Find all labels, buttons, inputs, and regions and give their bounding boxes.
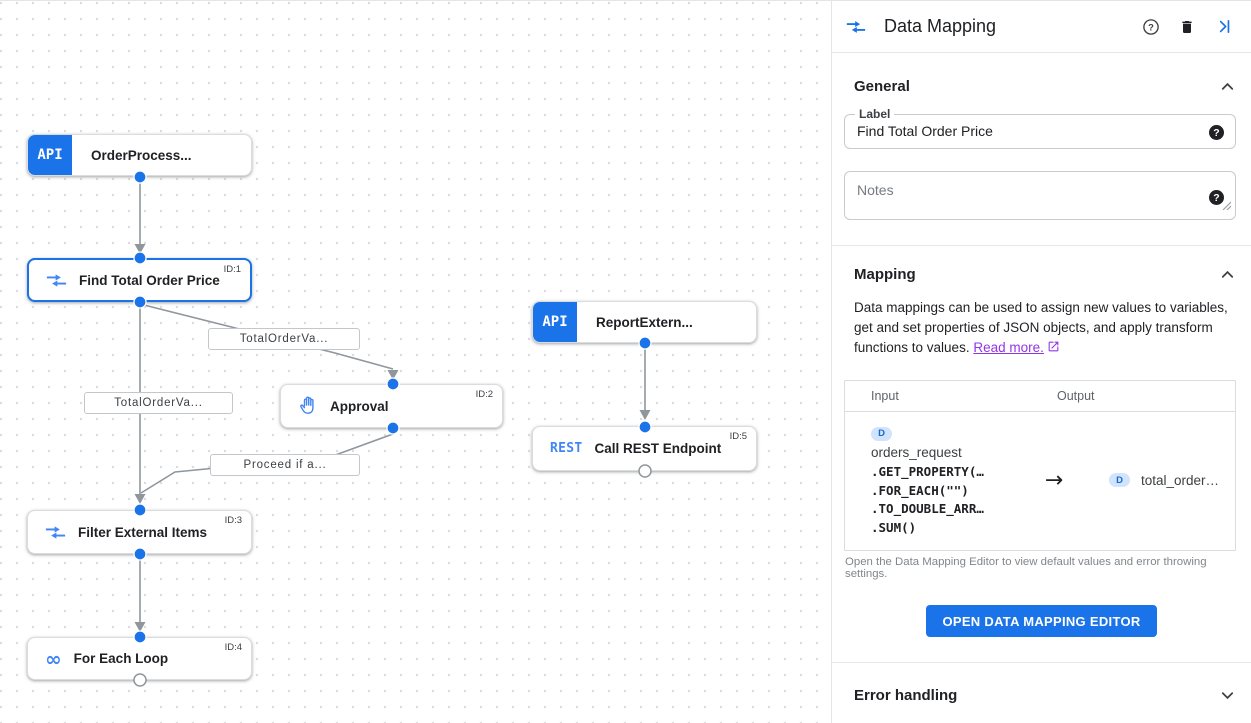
mapping-section: Mapping Data mappings can be used to ass… — [832, 252, 1251, 662]
label-help-icon[interactable]: ? — [1209, 125, 1224, 140]
svg-text:?: ? — [1148, 22, 1154, 32]
notes-field: ? — [844, 171, 1236, 220]
data-mapping-icon — [846, 20, 866, 34]
edge-connectors — [134, 183, 651, 632]
input-variable-name: orders_request — [871, 445, 962, 460]
collapse-panel-button[interactable] — [1209, 13, 1237, 41]
resize-handle-icon[interactable] — [1222, 197, 1232, 215]
section-divider — [832, 662, 1251, 663]
error-handling-heading: Error handling — [854, 686, 958, 704]
input-column-header: Input — [871, 389, 899, 403]
datatype-badge: D — [871, 426, 892, 441]
node-order-process[interactable]: API OrderProcess... — [27, 134, 252, 176]
task-id: ID:3 — [224, 515, 242, 526]
node-label: Approval — [330, 398, 389, 414]
read-more-link[interactable]: Read more. — [973, 340, 1044, 355]
transform-function: .FOR_EACH("") — [871, 482, 969, 498]
node-label: Call REST Endpoint — [594, 441, 722, 456]
edge-label-proceed-if[interactable]: Proceed if a... — [210, 454, 360, 476]
section-divider — [832, 245, 1251, 246]
mapping-output-cell: D total_order… — [1085, 473, 1235, 488]
data-mapping-icon — [46, 273, 67, 288]
mapping-table-header: Input Output — [845, 381, 1235, 412]
node-label: OrderProcess... — [91, 147, 192, 163]
chevron-up-icon — [1218, 77, 1237, 96]
config-panel: Data Mapping ? General — [831, 1, 1251, 723]
help-button[interactable]: ? — [1137, 13, 1165, 41]
data-mapping-icon — [45, 525, 66, 540]
output-variable-name: total_order… — [1141, 472, 1220, 488]
rest-badge: REST — [550, 441, 583, 456]
task-id: ID:1 — [223, 264, 241, 275]
error-handling-section: Error handling — [832, 663, 1251, 723]
help-icon: ? — [1142, 18, 1160, 36]
mapping-arrow-icon: → — [1044, 467, 1064, 493]
transform-function: .TO_DOUBLE_ARR… — [871, 501, 984, 516]
datatype-badge: D — [1109, 473, 1130, 487]
label-field-label: Label — [855, 107, 895, 121]
workflow-canvas[interactable]: API OrderProcess... Find Total Order Pri… — [0, 1, 831, 723]
trash-icon — [1179, 18, 1195, 36]
task-id: ID:4 — [224, 642, 242, 653]
node-find-total-order-price[interactable]: Find Total Order Price ID:1 — [27, 258, 252, 302]
general-heading: General — [854, 77, 910, 95]
task-id: ID:5 — [729, 431, 747, 442]
node-label: Find Total Order Price — [79, 272, 220, 288]
mapping-description: Data mappings can be used to assign new … — [854, 298, 1229, 359]
infinity-icon: ∞ — [45, 646, 62, 671]
mapping-section-header[interactable]: Mapping — [832, 252, 1251, 296]
node-report-extern[interactable]: API ReportExtern... — [532, 301, 757, 343]
chevron-down-icon — [1218, 686, 1237, 705]
api-badge: API — [533, 302, 577, 342]
mapping-input-cell: D orders_request .GET_PROPERTY(… .FOR_EA… — [845, 423, 1023, 537]
notes-help-icon[interactable]: ? — [1209, 190, 1224, 205]
general-section: General Label ? ? — [832, 63, 1251, 220]
notes-input[interactable] — [845, 172, 1185, 219]
open-data-mapping-editor-button[interactable]: OPEN DATA MAPPING EDITOR — [926, 605, 1157, 637]
node-filter-external-items[interactable]: Filter External Items ID:3 — [27, 510, 252, 554]
transform-function: .SUM() — [871, 519, 917, 535]
output-column-header: Output — [1057, 389, 1095, 403]
node-label: For Each Loop — [73, 651, 169, 666]
panel-title: Data Mapping — [884, 16, 997, 36]
chevron-up-icon — [1218, 265, 1237, 284]
task-id: ID:2 — [475, 389, 493, 400]
transform-function: .GET_PROPERTY(… — [871, 464, 984, 479]
delete-button[interactable] — [1173, 13, 1201, 41]
hand-icon — [298, 395, 318, 417]
mapping-heading: Mapping — [854, 265, 916, 283]
mapping-caption: Open the Data Mapping Editor to view def… — [845, 556, 1207, 580]
node-for-each-loop[interactable]: ∞ For Each Loop ID:4 — [27, 637, 252, 680]
error-handling-section-header[interactable]: Error handling — [832, 663, 1251, 723]
edge-label-total-order-value-2[interactable]: TotalOrderVa... — [84, 392, 233, 414]
node-call-rest-endpoint[interactable]: REST Call REST Endpoint ID:5 — [532, 426, 757, 471]
api-badge: API — [28, 135, 72, 175]
node-label: ReportExtern... — [596, 314, 693, 330]
mapping-row[interactable]: D orders_request .GET_PROPERTY(… .FOR_EA… — [845, 412, 1235, 550]
general-section-header[interactable]: General — [832, 63, 1251, 109]
collapse-panel-icon — [1215, 18, 1232, 35]
node-approval[interactable]: Approval ID:2 — [280, 384, 503, 428]
label-field: Label ? — [844, 107, 1236, 149]
edge-label-total-order-value-1[interactable]: TotalOrderVa... — [208, 328, 360, 350]
mapping-table: Input Output D orders_request .GET_PROPE… — [844, 380, 1236, 551]
label-input[interactable] — [845, 115, 1185, 139]
external-link-icon — [1047, 339, 1060, 359]
panel-header: Data Mapping ? — [832, 1, 1251, 53]
node-label: Filter External Items — [78, 524, 208, 540]
